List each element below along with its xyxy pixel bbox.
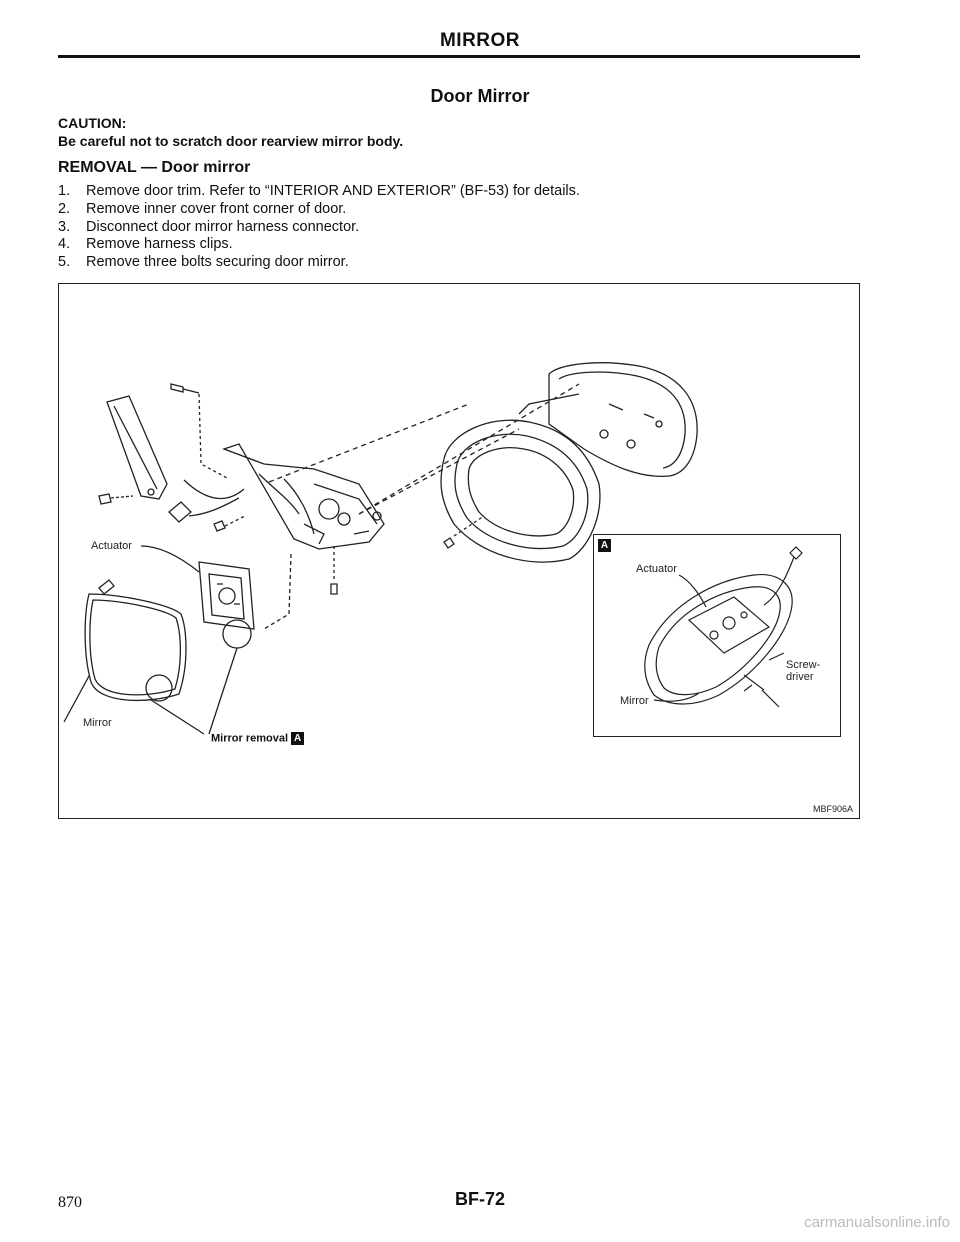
detail-badge: A: [291, 732, 305, 745]
step-text: Remove three bolts securing door mirror.: [86, 254, 349, 271]
mirror-cover-part: [548, 362, 698, 478]
step-number: 5.: [58, 254, 71, 271]
mirror-removal-text: Mirror removal: [211, 732, 289, 745]
step-text: Disconnect door mirror harness connector…: [86, 218, 360, 235]
step-number: 2.: [58, 200, 71, 217]
section-title: Door Mirror: [430, 86, 530, 106]
detail-illustration: [644, 546, 803, 708]
corner-cover-part: [106, 395, 168, 500]
mirror-label: Mirror: [83, 717, 112, 729]
step-text: Remove door trim. Refer to “INTERIOR AND…: [86, 183, 580, 199]
step-item: 1. Remove door trim. Refer to “INTERIOR A…: [58, 183, 580, 201]
step-number: 3.: [58, 218, 71, 235]
detail-box-a: A Actuator Screw-driver Mirror: [593, 534, 841, 737]
connector-icon: [98, 579, 115, 595]
step-text: Remove inner cover front corner of door.: [86, 200, 347, 217]
mirror-housing-part: [440, 393, 601, 563]
mirror-figure: Actuator Mirror Mirror removal A A Actua…: [58, 283, 860, 819]
step-text: Remove harness clips.: [86, 236, 233, 253]
actuator-part: [687, 596, 771, 654]
detail-mirror-label: Mirror: [620, 695, 649, 707]
step-number: 4.: [58, 236, 71, 253]
detail-actuator-label: Actuator: [636, 563, 677, 575]
screw-icon: [213, 515, 246, 532]
page-code: BF-72: [454, 1189, 505, 1209]
step-item: 4. Remove harness clips.: [58, 236, 580, 254]
bolt-icon: [330, 546, 338, 595]
bolt-icon: [98, 493, 134, 505]
figure-code: MBF906A: [812, 804, 853, 814]
detail-screwdriver-label: Screw-driver: [786, 659, 820, 683]
step-item: 5. Remove three bolts securing door mirro…: [58, 254, 580, 272]
actuator-part: [198, 561, 255, 630]
caution-label: CAUTION:: [58, 115, 127, 131]
screwdriver-icon: [743, 674, 765, 692]
zoom-circle: [222, 619, 252, 649]
step-item: 2. Remove inner cover front corner of doo…: [58, 201, 580, 219]
page-number: 870: [58, 1194, 82, 1211]
actuator-label: Actuator: [91, 540, 132, 552]
removal-steps: 1. Remove door trim. Refer to “INTERIOR A…: [58, 183, 580, 272]
screwdriver-line-2: driver: [786, 671, 814, 683]
page-title: MIRROR: [439, 30, 521, 51]
exploded-view-illustration: [63, 362, 698, 735]
mirror-glass-part: [84, 579, 187, 702]
zoom-circle: [145, 674, 173, 702]
connector-icon: [789, 546, 803, 560]
removal-heading: REMOVAL — Door mirror: [58, 159, 251, 176]
mirror-removal-label: Mirror removal A: [211, 732, 305, 745]
screwdriver-line-1: Screw-: [786, 659, 821, 671]
watermark: carmanualsonline.info: [804, 1214, 950, 1231]
mirror-glass-part: [644, 573, 793, 705]
connector-icon: [168, 501, 192, 523]
bolt-icon: [170, 383, 200, 394]
step-number: 1.: [58, 183, 71, 199]
caution-text: Be careful not to scratch door rearview …: [58, 133, 404, 149]
step-item: 3. Disconnect door mirror harness connect…: [58, 219, 580, 237]
mirror-base-part: [222, 443, 385, 550]
title-rule: [58, 55, 860, 58]
screw-icon: [443, 515, 485, 549]
detail-box-badge: A: [598, 539, 611, 552]
